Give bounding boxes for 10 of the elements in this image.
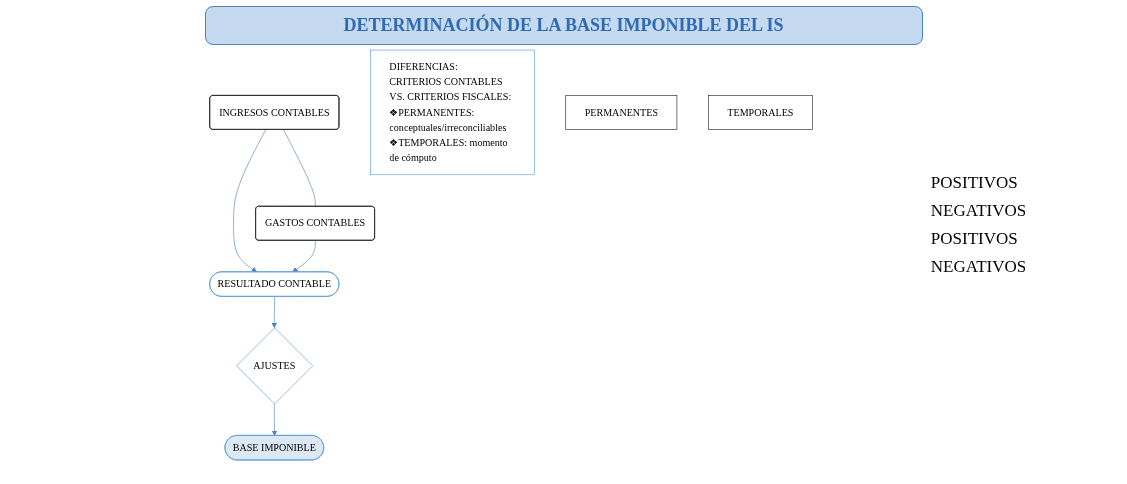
node-diamond: AJUSTES — [236, 327, 313, 405]
category-label: POSITIVOS — [930, 173, 1019, 193]
category-label: POSITIVOS — [930, 229, 1019, 249]
node-box: PERMANENTES — [565, 95, 678, 130]
node-box: DIFERENCIAS: CRITERIOS CONTABLES VS. CRITERIOS FISCALES: ❖PERMANENTES: conceptuales/irreconciliables ❖TEMPORALES: momento de cómputo — [369, 49, 535, 176]
category-label: NEGATIVOS — [930, 201, 1027, 221]
title-banner: DETERMINACIÓN DE LA BASE IMPONIBLE DEL IS — [204, 6, 923, 45]
connector — [283, 129, 316, 207]
category-label: NEGATIVOS — [930, 257, 1027, 277]
node-box: TEMPORALES — [707, 95, 813, 130]
